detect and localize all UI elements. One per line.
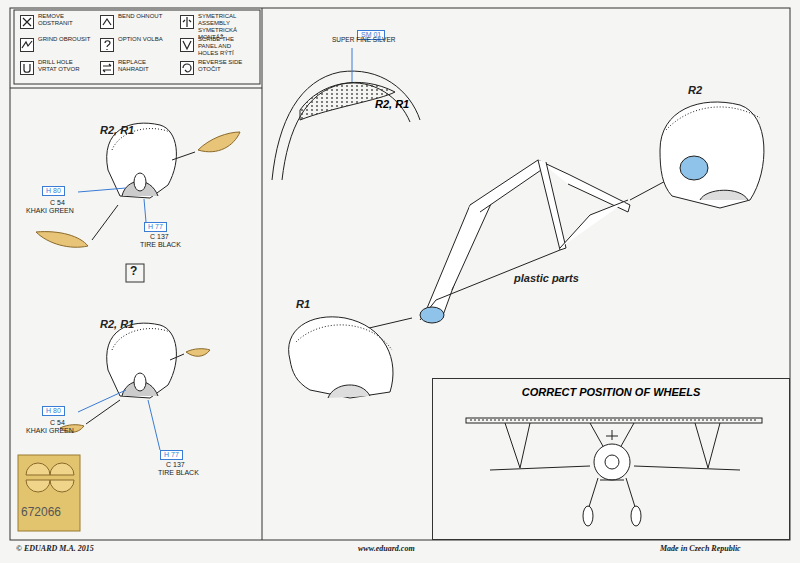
leader-line [148,400,160,450]
wheel-pant-r1 [289,317,393,398]
panel-divider [10,88,262,89]
legend-icon [100,15,114,29]
legend-text: OPTION VOLBA [118,36,172,43]
paint-code: H 77 [164,451,179,459]
legend-entry: REPLACE NAHRADIT [100,59,172,79]
paint-code: C 137 [150,233,169,241]
legend-entry: GRIND OBROUSIT [20,36,92,56]
leader-line [92,205,118,240]
paint-code: C 54 [50,199,65,207]
part-number: R2, R1 [100,318,134,330]
legend-entry: SYMETRICAL ASSEMBLY SYMETRICKÁ MONTÁŽ [180,13,252,33]
legend-icon [180,61,194,75]
copyright: © EDUARD M.A. 2015 [16,545,94,554]
option-mark: ? [130,265,137,278]
legend-text: BEND OHNOUT [118,13,172,20]
paint-code-box: H 77 [160,450,183,460]
panel-heading: R2, R1 [375,98,409,110]
landing-gear-struts [420,160,630,323]
biplane-front-view [466,418,762,526]
paint-code: H 80 [46,407,61,415]
fret-part [26,463,74,475]
legend-text: DRILL HOLE VRTAT OTVOR [38,59,92,73]
legend-text: GRIND OBROUSIT [38,36,92,43]
panel-box: CORRECT POSITION OF WHEELS [432,378,790,540]
legend-entry: SCRIBE THE PANEL AND HOLES RÝTÍ [180,36,252,56]
paint-code: H 77 [148,223,163,231]
pe-crescent [198,132,240,152]
pe-crescent [186,349,210,357]
legend-icon [20,61,34,75]
paint-code: H 80 [46,187,61,195]
legend-text: SCRIBE THE PANEL AND HOLES RÝTÍ [198,36,252,57]
legend-entry: OPTION VOLBA [100,36,172,56]
legend-icon [100,38,114,52]
pe-crescent [36,232,88,248]
legend-entry: REVERSE SIDE OTOČIT [180,59,252,79]
leader-line [78,390,126,412]
leader-line [86,400,120,424]
wheel-pant-detail [272,48,420,180]
leader-line [170,354,184,360]
paint-code: C 137 [166,461,185,469]
leader-line [144,199,146,222]
paint-name: SUPER FINE SILVER [332,36,395,43]
legend-icon [180,38,194,52]
legend-icon [180,15,194,29]
paint-code-box: H 80 [42,406,65,416]
part-number: R2 [688,84,702,96]
legend-entry: BEND OHNOUT [100,13,172,33]
paint-code-box: H 77 [144,222,167,232]
legend-icon [20,15,34,29]
website: www.eduard.com [358,545,415,554]
paint-name: TIRE BLACK [158,469,199,477]
legend-text: REPLACE NAHRADIT [118,59,172,73]
leader-line [78,188,126,192]
legend-entry: REMOVE ODSTRANIT [20,13,92,33]
legend-entry: DRILL HOLE VRTAT OTVOR [20,59,92,79]
option-box [126,264,144,282]
paint-code: C 54 [50,419,65,427]
panel-heading: CORRECT POSITION OF WHEELS [433,386,789,398]
origin-note: Made in Czech Republic [660,545,741,554]
sheet-frame [10,8,790,540]
paint-name: TIRE BLACK [140,241,181,249]
part-number: R1 [296,298,310,310]
paint-name: KHAKI GREEN [26,207,74,215]
fret-number: 672066 [21,506,61,519]
pe-fret [18,455,80,531]
legend-frame [14,10,260,84]
parts-note: plastic parts [514,272,579,284]
legend-icon [100,61,114,75]
fret-part [26,480,74,492]
wheel-pant-lower [107,323,177,398]
legend-text: REVERSE SIDE OTOČIT [198,59,252,73]
paint-code-box: H 80 [42,186,65,196]
part-number: R2, R1 [100,124,134,136]
leader-line [172,152,195,160]
wheel-pant-r2 [660,102,764,208]
legend-text: REMOVE ODSTRANIT [38,13,92,27]
paint-name: KHAKI GREEN [26,427,74,435]
legend-icon [20,38,34,52]
